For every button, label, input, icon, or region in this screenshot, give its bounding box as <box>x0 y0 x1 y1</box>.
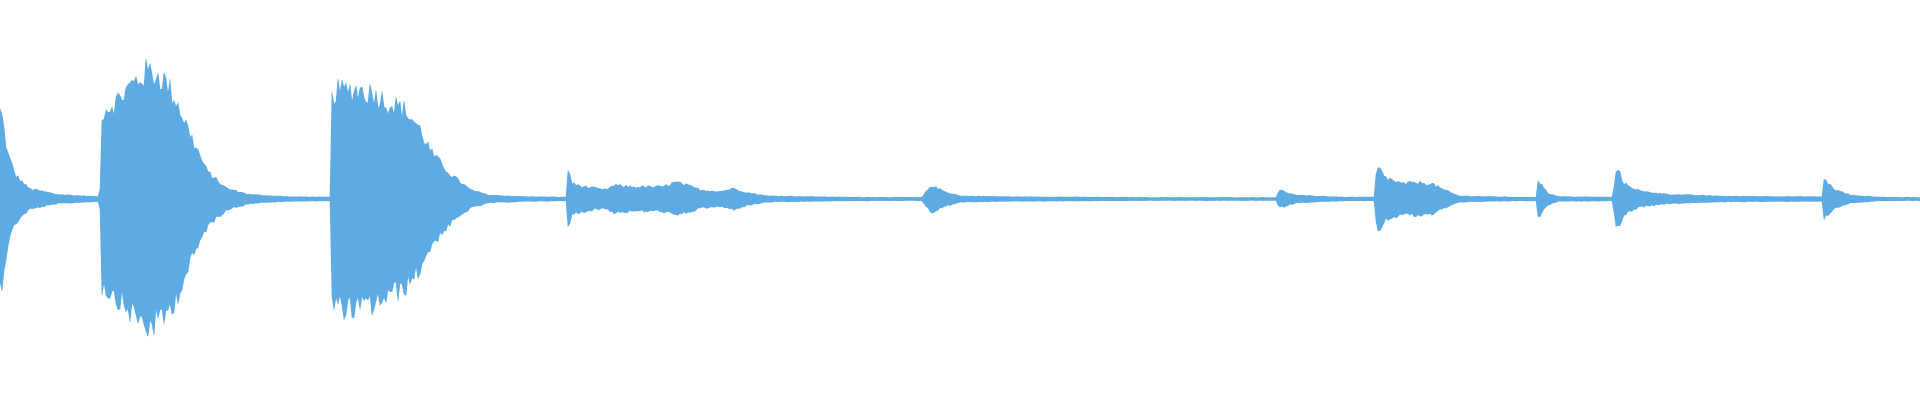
waveform-shape <box>0 58 1920 337</box>
